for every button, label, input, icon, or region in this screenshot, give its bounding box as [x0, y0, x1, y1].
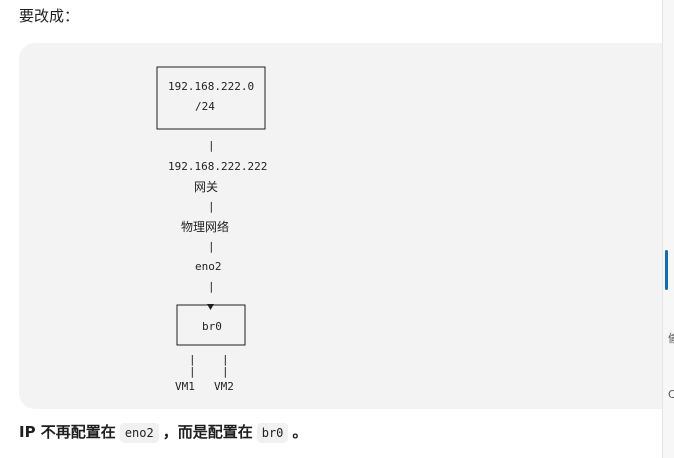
scrollbar-thumb[interactable] [665, 250, 668, 290]
connector-line: | [222, 353, 229, 366]
connector-line: | [189, 365, 196, 378]
code-block: 192.168.222.0 /24 | 192.168.222.222 网关 |… [19, 43, 674, 409]
physical-network-label: 物理网络 [181, 220, 230, 234]
inline-code-eno2: eno2 [119, 423, 159, 443]
bridge-br0: br0 [202, 320, 222, 333]
adjacent-panel-text: C [668, 388, 674, 401]
subnet-address: 192.168.222.0 [168, 80, 255, 93]
interface-eno2: eno2 [195, 260, 222, 273]
vm1-label: VM1 [175, 380, 195, 393]
adjacent-panel-edge [662, 0, 674, 458]
connector-line: | [208, 280, 215, 293]
intro-text: 要改成： [19, 7, 80, 25]
connector-line: | [208, 200, 215, 213]
summary-prefix: IP 不再配置在 [19, 423, 116, 441]
adjacent-panel-text: 偷 [668, 332, 674, 345]
summary-middle: ，而是配置在 [162, 423, 253, 441]
connector-line: | [222, 365, 229, 378]
inline-code-br0: br0 [256, 423, 289, 443]
subnet-box [156, 66, 266, 130]
gateway-ip: 192.168.222.222 [168, 160, 268, 173]
arrow-down-icon [207, 304, 214, 310]
connector-line: | [189, 353, 196, 366]
connector-line: | [208, 240, 215, 253]
subnet-mask: /24 [195, 100, 215, 113]
gateway-label: 网关 [194, 180, 219, 194]
summary-suffix: 。 [292, 423, 308, 441]
vm2-label: VM2 [214, 380, 234, 393]
bridge-box [176, 304, 246, 346]
connector-line: | [208, 139, 215, 152]
